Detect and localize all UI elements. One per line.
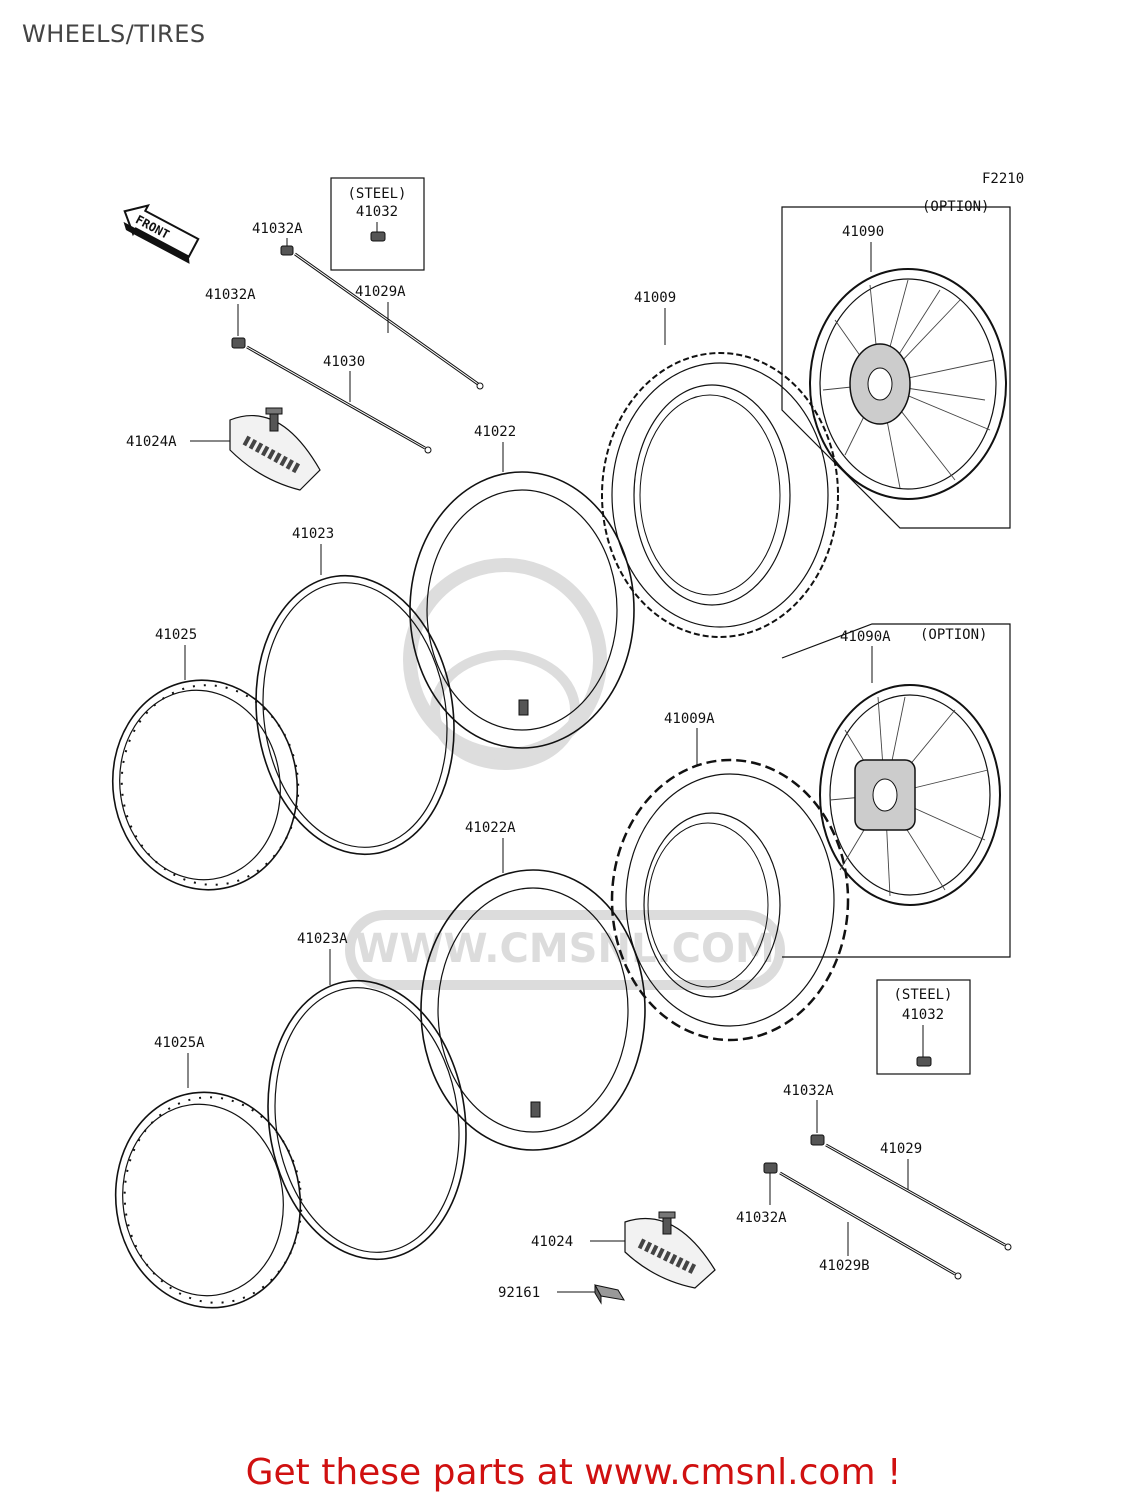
- part-label-41032A-2: 41032A: [205, 287, 256, 303]
- nipple-icon: [810, 1134, 825, 1146]
- nipple-icon: [916, 1056, 932, 1067]
- option-box-top: (OPTION) 41090: [781, 199, 1011, 529]
- part-label-41022: 41022: [474, 424, 516, 440]
- watermark: WWW.CMSNL.COM: [345, 558, 785, 990]
- part-label-41029B: 41029B: [819, 1258, 870, 1274]
- part-label-92161: 92161: [498, 1285, 540, 1301]
- part-label-41023: 41023: [292, 526, 334, 542]
- rim-lock-92161: 92161: [498, 1284, 625, 1305]
- nipple-icon: [370, 231, 386, 242]
- steel-box-bottom-line1: (STEEL): [893, 987, 952, 1003]
- rim-band-41023: 41023: [255, 526, 455, 856]
- front-arrow-icon: FRONT: [123, 204, 200, 264]
- valve-icon: [530, 1101, 541, 1118]
- part-label-41030: 41030: [323, 354, 365, 370]
- part-label-41090: 41090: [842, 224, 884, 240]
- watermark-text: WWW.CMSNL.COM: [355, 926, 775, 972]
- rim-41025A: 41025A: [114, 1035, 303, 1309]
- page-title: WHEELS/TIRES: [22, 20, 206, 48]
- nipple-icon: [280, 245, 294, 256]
- nipple-icon: [763, 1162, 778, 1174]
- steel-box-bottom-line2: 41032: [902, 1007, 944, 1023]
- steel-box-bottom: (STEEL) 41032: [876, 979, 971, 1075]
- footer-link[interactable]: Get these parts at www.cmsnl.com !: [245, 1452, 902, 1493]
- spokes-group-bottom: 41032A 41029 41032A 41029B: [736, 1083, 1012, 1280]
- part-label-41024: 41024: [531, 1234, 573, 1250]
- steel-box-top: (STEEL) 41032: [330, 177, 425, 271]
- spokes-group-top: 41032A 41029A 41032A 41030: [205, 221, 484, 454]
- part-label-41009A: 41009A: [664, 711, 715, 727]
- part-label-41009: 41009: [634, 290, 676, 306]
- part-label-41032A-3: 41032A: [783, 1083, 834, 1099]
- steel-box-top-line2: 41032: [356, 204, 398, 220]
- part-label-41029: 41029: [880, 1141, 922, 1157]
- part-label-41025A: 41025A: [154, 1035, 205, 1051]
- tube-41022A: 41022A: [420, 820, 646, 1151]
- part-label-41024A: 41024A: [126, 434, 177, 450]
- tire-41009: 41009: [601, 290, 839, 638]
- option-box-bottom-label: (OPTION): [920, 627, 987, 643]
- option-box-bottom: 41090A (OPTION): [781, 623, 1011, 958]
- rim-41025: 41025: [111, 627, 300, 891]
- option-box-top-label: (OPTION): [922, 199, 989, 215]
- valve-icon: [518, 699, 529, 716]
- part-label-41022A: 41022A: [465, 820, 516, 836]
- figure-code: F2210: [982, 171, 1024, 187]
- part-label-41023A: 41023A: [297, 931, 348, 947]
- part-label-41029A: 41029A: [355, 284, 406, 300]
- tire-41009A: 41009A: [610, 711, 850, 1042]
- wheel-41090: [809, 268, 1007, 500]
- valve-icon: [662, 1215, 672, 1235]
- part-label-41032A-1: 41032A: [252, 221, 303, 237]
- valve-icon: [269, 412, 279, 432]
- part-label-41032A-4: 41032A: [736, 1210, 787, 1226]
- part-label-41025: 41025: [155, 627, 197, 643]
- part-label-41090A: 41090A: [840, 629, 891, 645]
- tube-41022: 41022: [409, 424, 635, 749]
- steel-box-top-line1: (STEEL): [347, 186, 406, 202]
- rim-strip-41024A: 41024A: [126, 407, 321, 491]
- nipple-icon: [231, 337, 246, 349]
- wheel-41090A: [819, 684, 1001, 906]
- rim-strip-41024: 41024: [531, 1211, 716, 1289]
